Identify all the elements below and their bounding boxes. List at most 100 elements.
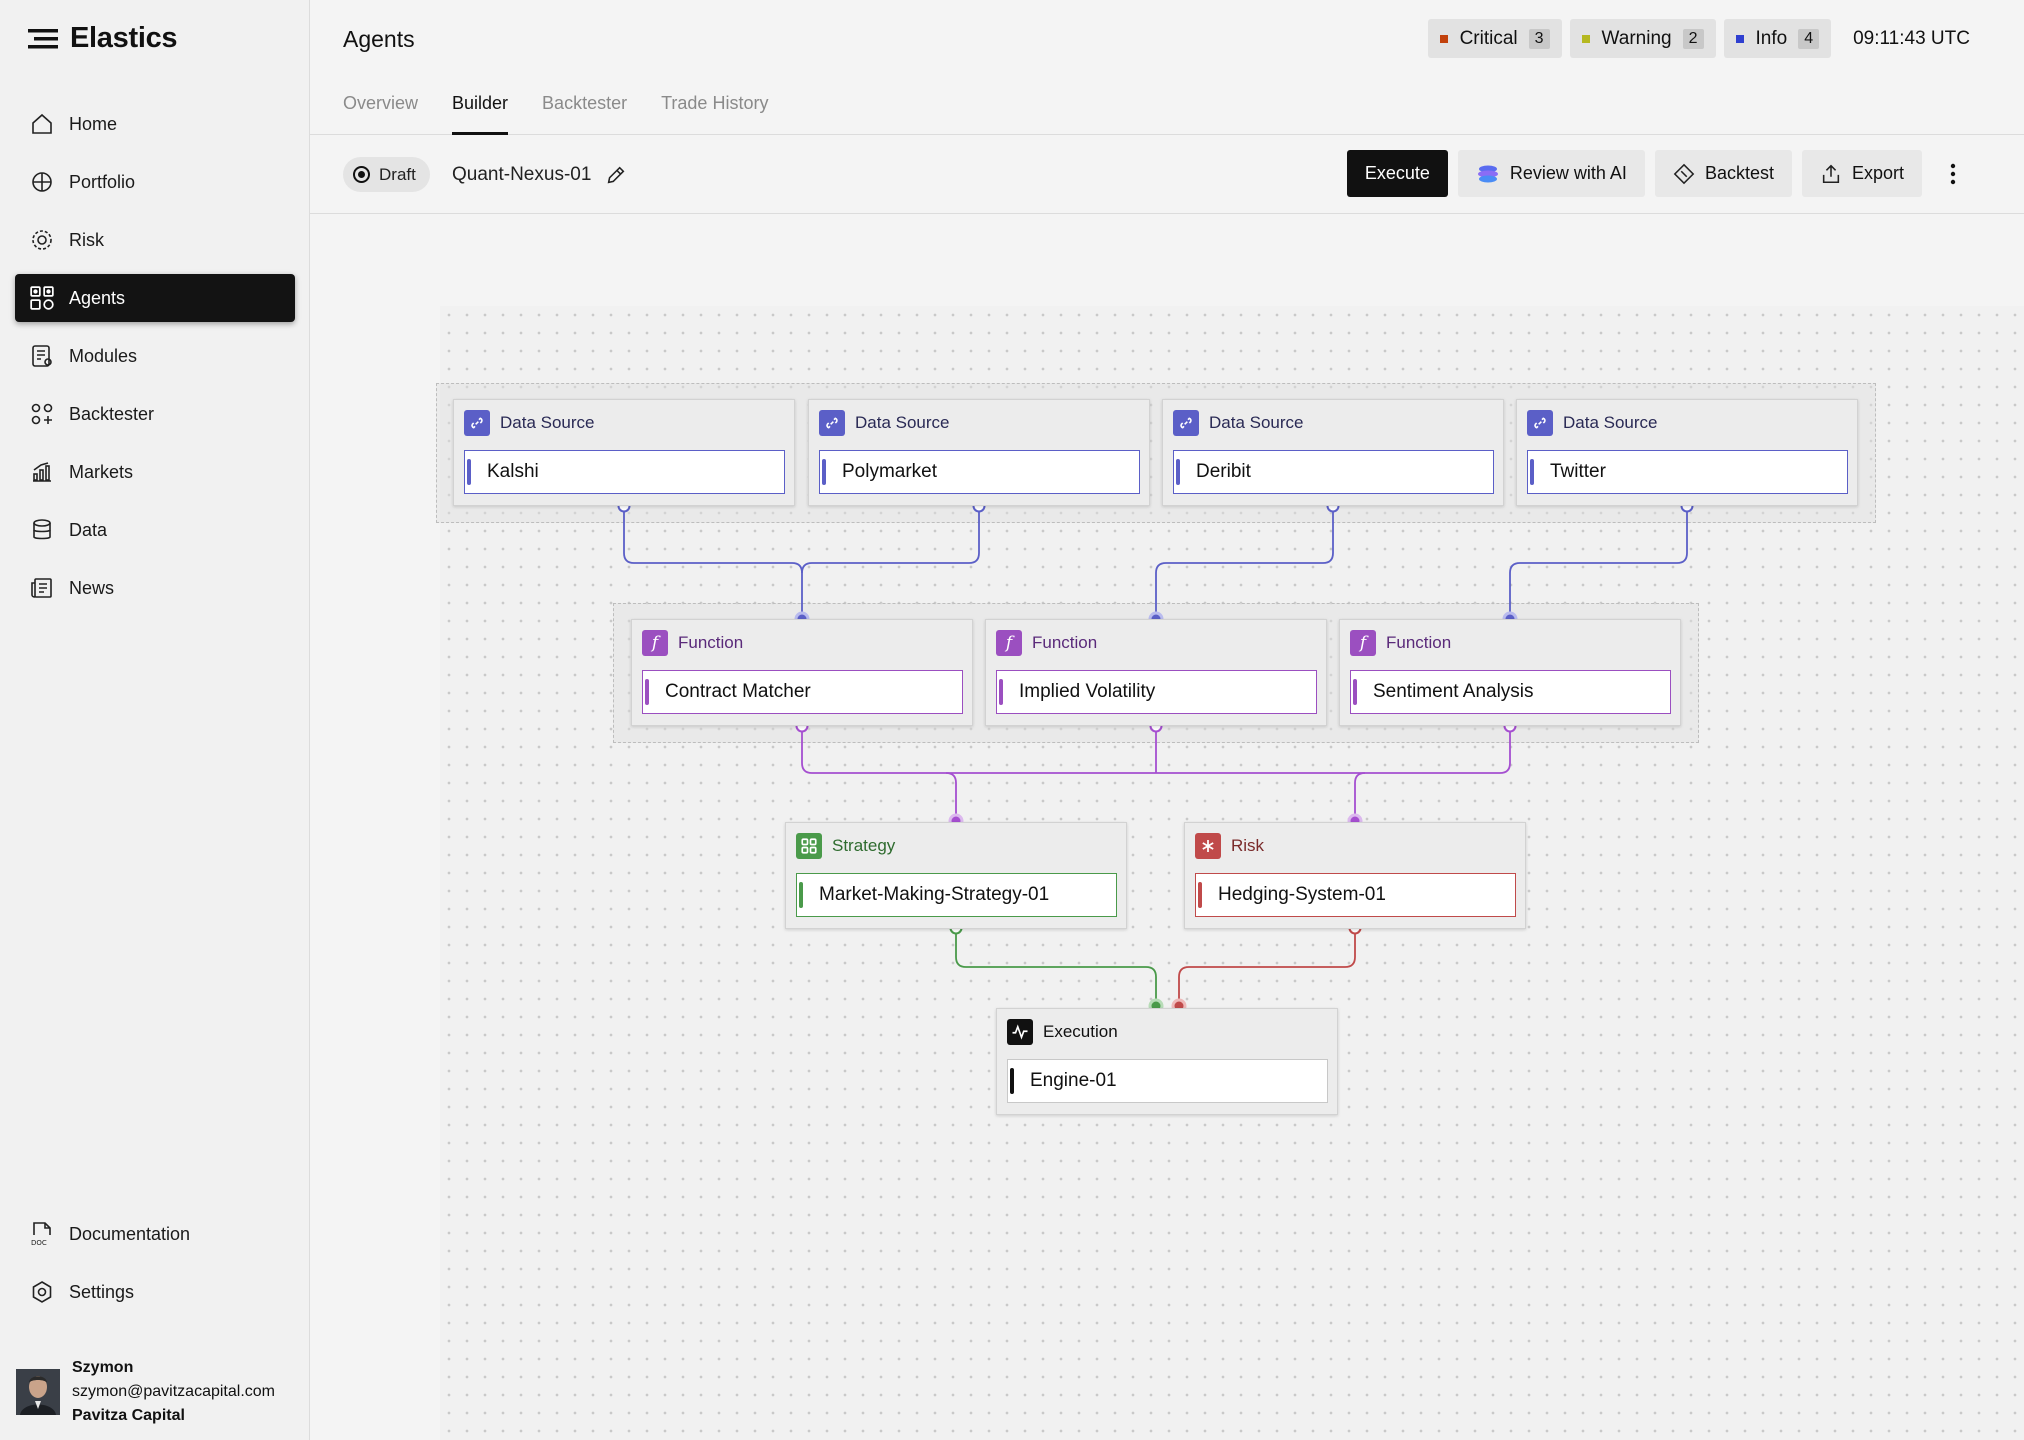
user-email: szymon@pavitzacapital.com <box>72 1383 275 1400</box>
node-data-source-kalshi[interactable]: Data Source Kalshi <box>453 399 795 506</box>
alert-summary: Critical 3 Warning 2 Info 4 09:11:43 UTC <box>1427 19 1970 58</box>
tab-backtester[interactable]: Backtester <box>542 93 628 113</box>
app-name: Elastics <box>70 22 178 54</box>
node-function-implied-volatility[interactable]: f Function Implied Volatility <box>985 619 1327 726</box>
builder-toolbar: Draft Quant-Nexus-01 Execute Review with… <box>310 136 2024 214</box>
alert-label: Warning <box>1601 27 1672 49</box>
sidebar-item-label: Modules <box>69 345 138 366</box>
node-value-field[interactable]: Twitter <box>1527 450 1848 494</box>
sidebar-item-documentation[interactable]: DOC Documentation <box>15 1210 295 1258</box>
alert-info[interactable]: Info 4 <box>1723 19 1832 58</box>
sidebar-item-label: Agents <box>69 287 126 308</box>
sidebar-item-label: News <box>69 577 115 598</box>
sidebar-item-agents[interactable]: Agents <box>15 274 295 322</box>
node-data-source-twitter[interactable]: Data Source Twitter <box>1516 399 1858 506</box>
alert-count: 3 <box>1528 28 1550 49</box>
agent-name-text: Quant-Nexus-01 <box>452 164 592 185</box>
node-value-field[interactable]: Implied Volatility <box>996 670 1317 714</box>
export-button[interactable]: Export <box>1801 150 1922 197</box>
sidebar-bottom-nav: DOC Documentation Settings <box>15 1210 295 1326</box>
review-label: Review with AI <box>1509 163 1627 183</box>
sidebar-item-data[interactable]: Data <box>15 506 295 554</box>
export-label: Export <box>1851 163 1904 183</box>
node-type-label: Execution <box>1043 1022 1118 1041</box>
function-icon: f <box>1350 630 1376 656</box>
menu-icon <box>28 28 58 48</box>
sidebar-item-news[interactable]: News <box>15 564 295 612</box>
node-type-label: Data Source <box>1563 413 1658 432</box>
backtest-icon <box>1673 163 1695 184</box>
asterisk-icon <box>1195 833 1221 859</box>
alert-label: Info <box>1755 27 1788 49</box>
alert-label: Critical <box>1459 27 1518 49</box>
node-data-source-deribit[interactable]: Data Source Deribit <box>1162 399 1504 506</box>
user-profile[interactable]: Szymon szymon@pavitzacapital.com Pavitza… <box>16 1356 275 1428</box>
sidebar-item-label: Markets <box>69 461 134 482</box>
alert-critical[interactable]: Critical 3 <box>1427 19 1562 58</box>
sidebar-item-settings[interactable]: Settings <box>15 1268 295 1316</box>
link-icon <box>464 410 490 436</box>
sidebar-item-backtester[interactable]: Backtester <box>15 390 295 438</box>
svg-text:DOC: DOC <box>31 1239 47 1247</box>
alert-count: 2 <box>1682 28 1704 49</box>
execute-button[interactable]: Execute <box>1346 150 1448 197</box>
node-type-label: Data Source <box>500 413 595 432</box>
tab-trade-history[interactable]: Trade History <box>661 93 769 113</box>
strategy-icon <box>796 833 822 859</box>
export-icon <box>1822 164 1840 183</box>
backtest-button[interactable]: Backtest <box>1654 150 1792 197</box>
status-label: Draft <box>379 164 416 184</box>
node-risk[interactable]: Risk Hedging-System-01 <box>1184 822 1526 929</box>
data-icon <box>33 519 51 540</box>
node-value-field[interactable]: Contract Matcher <box>642 670 963 714</box>
pulse-icon <box>1007 1019 1033 1045</box>
tab-builder[interactable]: Builder <box>452 93 509 135</box>
page-title: Agents <box>343 26 415 52</box>
node-value-field[interactable]: Deribit <box>1173 450 1494 494</box>
tab-overview[interactable]: Overview <box>343 93 419 113</box>
sidebar-item-label: Documentation <box>69 1223 191 1244</box>
sidebar-item-modules[interactable]: Modules <box>15 332 295 380</box>
status-badge: Draft <box>343 157 430 192</box>
info-indicator-icon <box>1735 34 1744 43</box>
app-logo[interactable]: Elastics <box>28 22 178 55</box>
node-value-field[interactable]: Engine-01 <box>1007 1059 1328 1103</box>
edit-icon[interactable] <box>605 164 627 186</box>
node-value-field[interactable]: Market-Making-Strategy-01 <box>796 873 1117 917</box>
node-type-label: Function <box>1032 633 1098 652</box>
sidebar-item-label: Data <box>69 519 108 540</box>
node-data-source-polymarket[interactable]: Data Source Polymarket <box>808 399 1150 506</box>
node-type-label: Strategy <box>832 836 896 855</box>
node-execution[interactable]: Execution Engine-01 <box>996 1008 1338 1115</box>
tab-bar: Overview Builder Backtester Trade Histor… <box>343 93 768 135</box>
node-value-field[interactable]: Kalshi <box>464 450 785 494</box>
risk-icon <box>32 230 52 250</box>
node-type-label: Function <box>1386 633 1452 652</box>
user-name: Szymon <box>72 1359 134 1376</box>
sidebar-item-risk[interactable]: Risk <box>15 216 295 264</box>
settings-icon <box>32 1281 52 1303</box>
more-options-button[interactable] <box>1938 150 1968 197</box>
link-icon <box>1527 410 1553 436</box>
sidebar-item-portfolio[interactable]: Portfolio <box>15 158 295 206</box>
agents-icon <box>30 286 54 310</box>
node-function-contract-matcher[interactable]: f Function Contract Matcher <box>631 619 973 726</box>
sidebar-item-home[interactable]: Home <box>15 100 295 148</box>
documentation-icon: DOC <box>31 1222 51 1247</box>
alert-warning[interactable]: Warning 2 <box>1569 19 1716 58</box>
node-function-sentiment-analysis[interactable]: f Function Sentiment Analysis <box>1339 619 1681 726</box>
sidebar-nav: Home Portfolio Risk Agents Modules Backt… <box>15 100 295 622</box>
node-value-field[interactable]: Hedging-System-01 <box>1195 873 1516 917</box>
sidebar-item-label: Backtester <box>69 403 155 424</box>
main-area: Agents Critical 3 Warning 2 Info 4 09:11… <box>310 0 2024 1440</box>
sidebar-item-markets[interactable]: Markets <box>15 448 295 496</box>
warning-indicator-icon <box>1581 34 1590 43</box>
node-strategy[interactable]: Strategy Market-Making-Strategy-01 <box>785 822 1127 929</box>
utc-clock: 09:11:43 UTC <box>1853 27 1970 49</box>
review-with-ai-button[interactable]: Review with AI <box>1457 150 1645 197</box>
node-value-field[interactable]: Sentiment Analysis <box>1350 670 1671 714</box>
node-type-label: Risk <box>1231 836 1265 855</box>
sidebar-item-label: Settings <box>69 1281 135 1302</box>
sidebar: Elastics Home Portfolio Risk Agents Modu… <box>0 0 310 1440</box>
node-value-field[interactable]: Polymarket <box>819 450 1140 494</box>
